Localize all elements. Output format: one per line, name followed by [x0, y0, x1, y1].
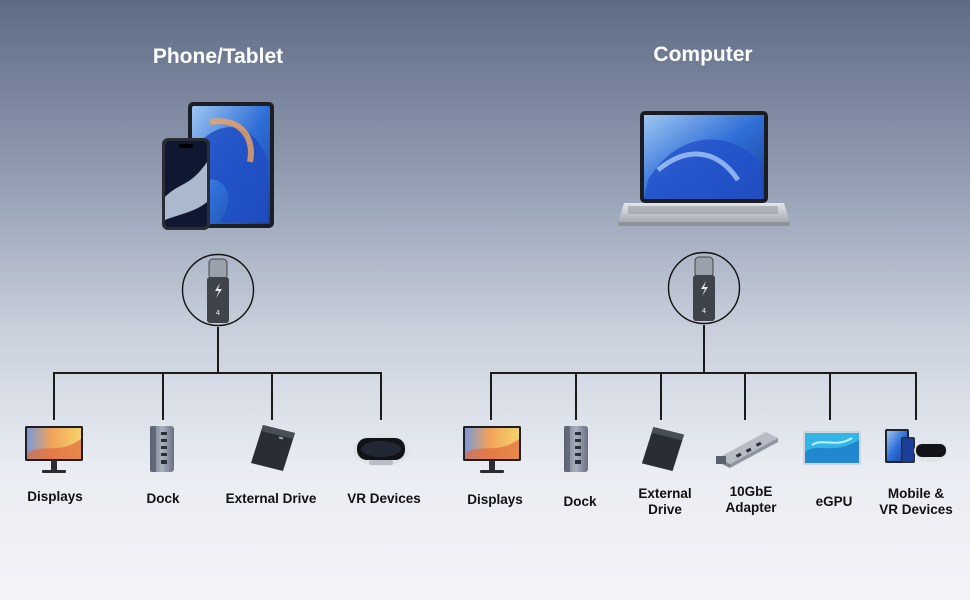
drop-line [829, 372, 831, 420]
trunk-line-2 [703, 325, 705, 373]
monitor-icon [462, 425, 522, 480]
device-label: Dock [563, 494, 597, 509]
device-label: Displays [27, 489, 83, 504]
trunk-line-1 [217, 327, 219, 373]
phone-tablet-icon [160, 102, 280, 237]
drop-line [53, 372, 55, 420]
connector-text: 4 [216, 309, 221, 317]
dock-icon [147, 424, 177, 479]
monitor-icon [24, 425, 84, 480]
drop-line [660, 372, 662, 420]
mobile-vr-icon [883, 427, 949, 472]
computer-title: Computer [653, 43, 753, 66]
drop-line [162, 372, 164, 420]
connector-text: 4 [702, 307, 707, 315]
device-label-multiline: External Drive [638, 486, 692, 517]
dock-icon [561, 424, 591, 479]
device-label-multiline: 10GbE Adapter [725, 484, 777, 515]
device-label: eGPU [815, 494, 853, 509]
group-2-thunderbolt-4-connector-icon: 4 [667, 251, 741, 330]
device-label: External Drive [225, 491, 317, 506]
device-label: Displays [467, 492, 523, 507]
drop-line [744, 372, 746, 420]
phone-tablet-title: Phone/Tablet [152, 45, 284, 68]
vr-headset-icon [351, 430, 411, 475]
device-label-multiline: Mobile & VR Devices [879, 486, 953, 517]
drop-line [490, 372, 492, 420]
drop-line [915, 372, 917, 420]
branch-line-2 [490, 372, 917, 374]
device-label: Dock [146, 491, 180, 506]
branch-line-1 [53, 372, 382, 374]
external-drive-icon [640, 425, 686, 478]
external-drive-icon [249, 423, 297, 478]
ethernet-adapter-icon [714, 428, 780, 477]
egpu-icon [802, 430, 862, 471]
device-label: VR Devices [347, 491, 421, 506]
laptop-icon [618, 110, 790, 237]
drop-line [271, 372, 273, 420]
drop-line [380, 372, 382, 420]
group-1-thunderbolt-4-connector-icon: 4 [181, 253, 255, 332]
drop-line [575, 372, 577, 420]
